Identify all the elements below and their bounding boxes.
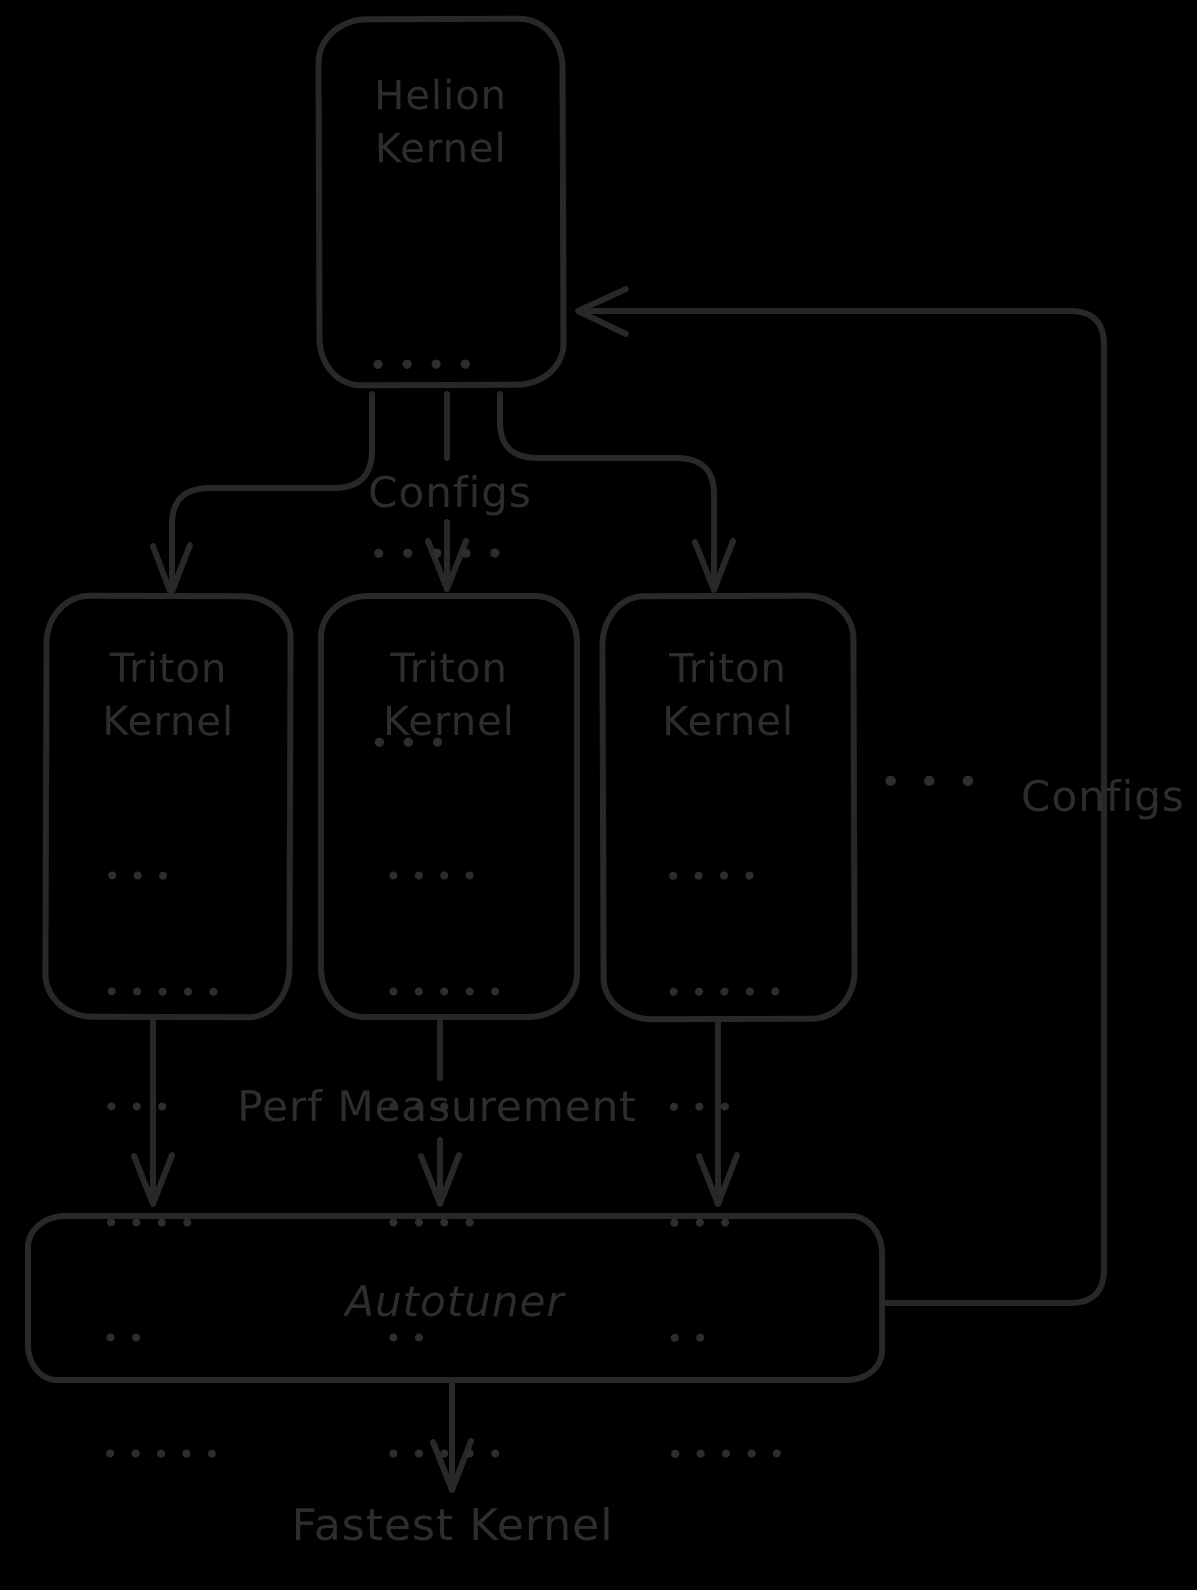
helion-kernel-title-line1: Helion <box>374 72 508 120</box>
code-dots-row: • • • • • <box>103 975 222 1009</box>
more-kernels-ellipsis: • • • <box>880 762 982 803</box>
triton-kernel-2-title-line1: Triton <box>390 646 508 692</box>
triton-kernel-1-code-dots: • • • • • • • • • • • • • • • • • • • • … <box>102 781 223 1551</box>
triton-kernel-3-title-line1: Triton <box>669 645 787 693</box>
fastest-kernel-label: Fastest Kernel <box>291 1500 614 1551</box>
code-dots-row: • • • <box>665 1090 734 1125</box>
helion-kernel-title-line2: Kernel <box>374 125 507 173</box>
code-dots-row: • • • • • <box>385 975 504 1009</box>
arrow-triton3-to-autotuner <box>696 1019 740 1207</box>
configs-label-center: Configs <box>368 468 532 517</box>
code-dots-row: • • • <box>103 1090 171 1125</box>
triton-kernel-node-2: Triton Kernel • • • • • • • • • • • • • … <box>318 593 580 1471</box>
perf-measurement-label: Perf Measurement <box>237 1082 637 1131</box>
code-dots-row: • • • • <box>368 345 475 385</box>
autotuner-node: Autotuner <box>25 1213 885 1383</box>
code-dots-row: • • • • • <box>666 1437 786 1471</box>
arrow-helion-to-triton1 <box>150 391 375 597</box>
helion-kernel-node: Helion Kernel • • • • • • • • • • • • <box>315 15 567 762</box>
code-dots-row: • • • • <box>664 859 758 894</box>
arrow-triton1-to-autotuner <box>131 1019 175 1207</box>
triton-kernel-node-3: Triton Kernel • • • • • • • • • • • • • … <box>599 592 858 1471</box>
arrow-helion-to-triton3 <box>497 391 736 593</box>
autotuner-title: Autotuner <box>345 1276 565 1326</box>
code-dots-row: • • • • • <box>101 1437 221 1471</box>
code-dots-row: • • <box>385 1322 428 1355</box>
arrow-triton2-to-autotuner <box>418 1019 462 1207</box>
triton-kernel-1-title-line1: Triton <box>109 645 228 693</box>
code-dots-row: • • • • • <box>665 975 784 1009</box>
code-dots-row: • • • • <box>385 860 478 893</box>
helion-kernel-title: Helion Kernel <box>322 70 560 176</box>
triton-kernel-2-title-line2: Kernel <box>383 698 515 745</box>
triton-kernel-3-code-dots: • • • • • • • • • • • • • • • • • • • • … <box>665 781 786 1551</box>
triton-kernel-1-title-line2: Kernel <box>102 698 235 746</box>
triton-kernel-3-title-line2: Kernel <box>662 698 795 746</box>
triton-kernel-node-1: Triton Kernel • • • • • • • • • • • • • … <box>42 592 294 1471</box>
triton-kernel-3-title: Triton Kernel <box>605 643 850 749</box>
triton-kernel-2-code-dots: • • • • • • • • • • • • • • • • • • • • … <box>385 781 503 1551</box>
code-dots-row: • • • • • <box>385 1437 504 1471</box>
arrow-feedback-configs-loop <box>575 286 1107 1306</box>
configs-label-feedback: Configs <box>1021 772 1185 821</box>
arrow-helion-to-triton2 <box>425 391 469 592</box>
code-dots-row: • • • • • <box>369 534 505 574</box>
triton-kernel-2-title: Triton Kernel <box>324 643 574 749</box>
arrow-autotuner-to-fastest-kernel <box>430 1381 474 1493</box>
code-dots-row: • • • <box>385 1091 453 1124</box>
code-dots-row: • • • <box>103 859 172 894</box>
triton-kernel-1-title: Triton Kernel <box>49 643 287 749</box>
